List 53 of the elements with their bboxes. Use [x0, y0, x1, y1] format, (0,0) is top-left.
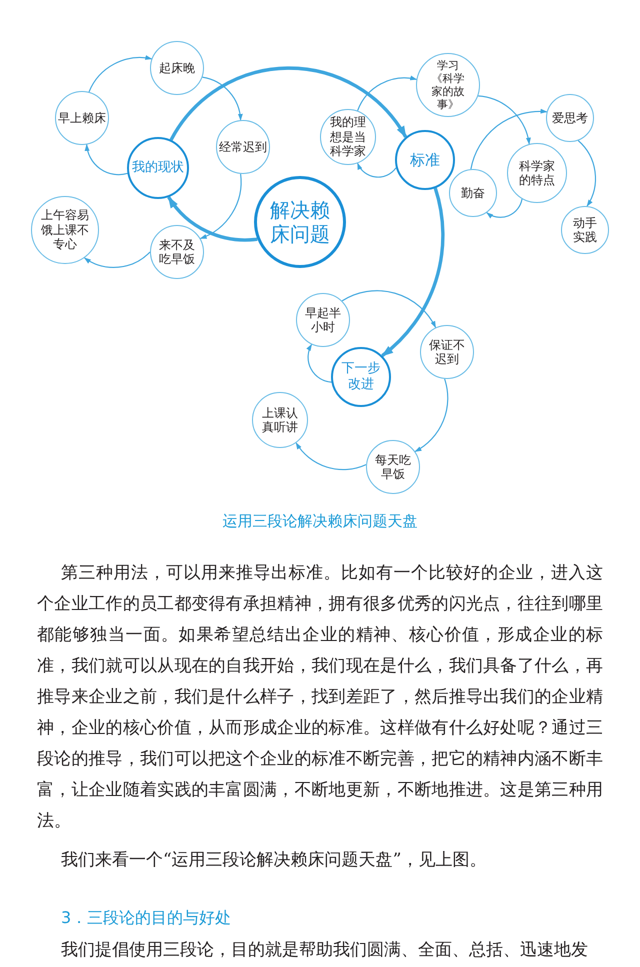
idea-text: 爱思考 — [551, 110, 589, 126]
idea-circle — [366, 440, 420, 494]
idea-circle — [216, 120, 270, 174]
idea-text: 上课认真听讲 — [261, 406, 299, 434]
curved-arrow — [88, 55, 152, 92]
idea-text: 动手实践 — [572, 216, 598, 244]
thick-curved-arrow — [381, 188, 444, 358]
thick-curved-arrow — [167, 196, 258, 242]
section-heading: 3．三段论的目的与好处 — [61, 907, 232, 929]
curved-arrow — [306, 344, 332, 383]
idea-circle — [55, 91, 109, 145]
curved-arrow — [84, 252, 150, 268]
figure-caption: 运用三段论解决赖床问题天盘 — [222, 511, 418, 532]
curved-arrow — [200, 174, 242, 239]
idea-text: 勤奋 — [460, 186, 486, 200]
idea-text: 经常迟到 — [218, 140, 268, 154]
topic-text: 我的现状 — [131, 160, 185, 176]
idea-circle — [150, 225, 204, 279]
curved-arrow — [478, 95, 530, 145]
idea-text: 每天吃早饭 — [374, 452, 412, 482]
idea-circle — [296, 293, 350, 347]
body-paragraph: 我们提倡使用三段论，目的就是帮助我们圆满、全面、总括、迅速地发 — [60, 939, 589, 962]
idea-text: 上午容易饿上课不专心 — [40, 208, 90, 252]
central-topic-text: 解决赖床问题 — [269, 198, 331, 246]
topic-text: 下一步改进 — [340, 361, 382, 393]
idea-text: 学习《科学家的故事》 — [430, 58, 466, 112]
idea-text: 起床晚 — [158, 60, 196, 76]
idea-text: 早上赖床 — [57, 110, 107, 126]
topic-text: 标准 — [409, 151, 441, 169]
idea-text: 早起半小时 — [304, 306, 342, 334]
idea-text: 保证不迟到 — [428, 338, 466, 366]
idea-circle — [420, 325, 474, 379]
idea-circle — [546, 94, 594, 142]
curved-arrow — [85, 144, 128, 176]
curved-arrow — [414, 378, 448, 452]
curved-arrow — [342, 290, 436, 328]
curved-arrow — [486, 198, 523, 218]
idea-text: 来不及吃早饭 — [158, 238, 196, 266]
idea-text: 我的理想是当科学家 — [329, 115, 367, 159]
curved-arrow — [296, 442, 366, 470]
curved-arrow — [357, 162, 396, 178]
curved-arrow — [357, 76, 418, 111]
body-paragraph: 我们来看一个“运用三段论解决赖床问题天盘”，见上图。 — [60, 849, 488, 872]
idea-circle — [449, 169, 497, 217]
body-paragraph: 第三种用法，可以用来推导出标准。比如有一个比较好的企业，进入这个企业工作的员工都变得有承担精神，拥有很多优秀的闪光点，往往到哪里都能够独当一面。如果希望总结出企业的精神、核心价值，形成企业的标准，我们就可以从现在的自我开始，我们现在是什么，我们具备了什么，再推导来企业之前，我们是什么样子，找到差距了，然后推导出我们的企业精神，企业的核心价值，从而形成企业的标准。这样做有什么好处呢？通过三段论的推导，我们可以把这个企业的标准不断完善，把它的精神内涵不断丰富，让企业随着实践的丰富圆满，不断地更新，不断地推进。这是第三种用法。 — [37, 562, 603, 833]
topic-circle — [395, 130, 455, 190]
idea-circle — [150, 41, 204, 95]
idea-circle — [561, 206, 609, 254]
thick-curved-arrow — [170, 66, 408, 141]
curved-arrow — [202, 76, 242, 121]
idea-text: 科学家的特点 — [518, 158, 556, 188]
curved-arrow — [578, 140, 596, 207]
curved-arrow — [470, 109, 548, 170]
